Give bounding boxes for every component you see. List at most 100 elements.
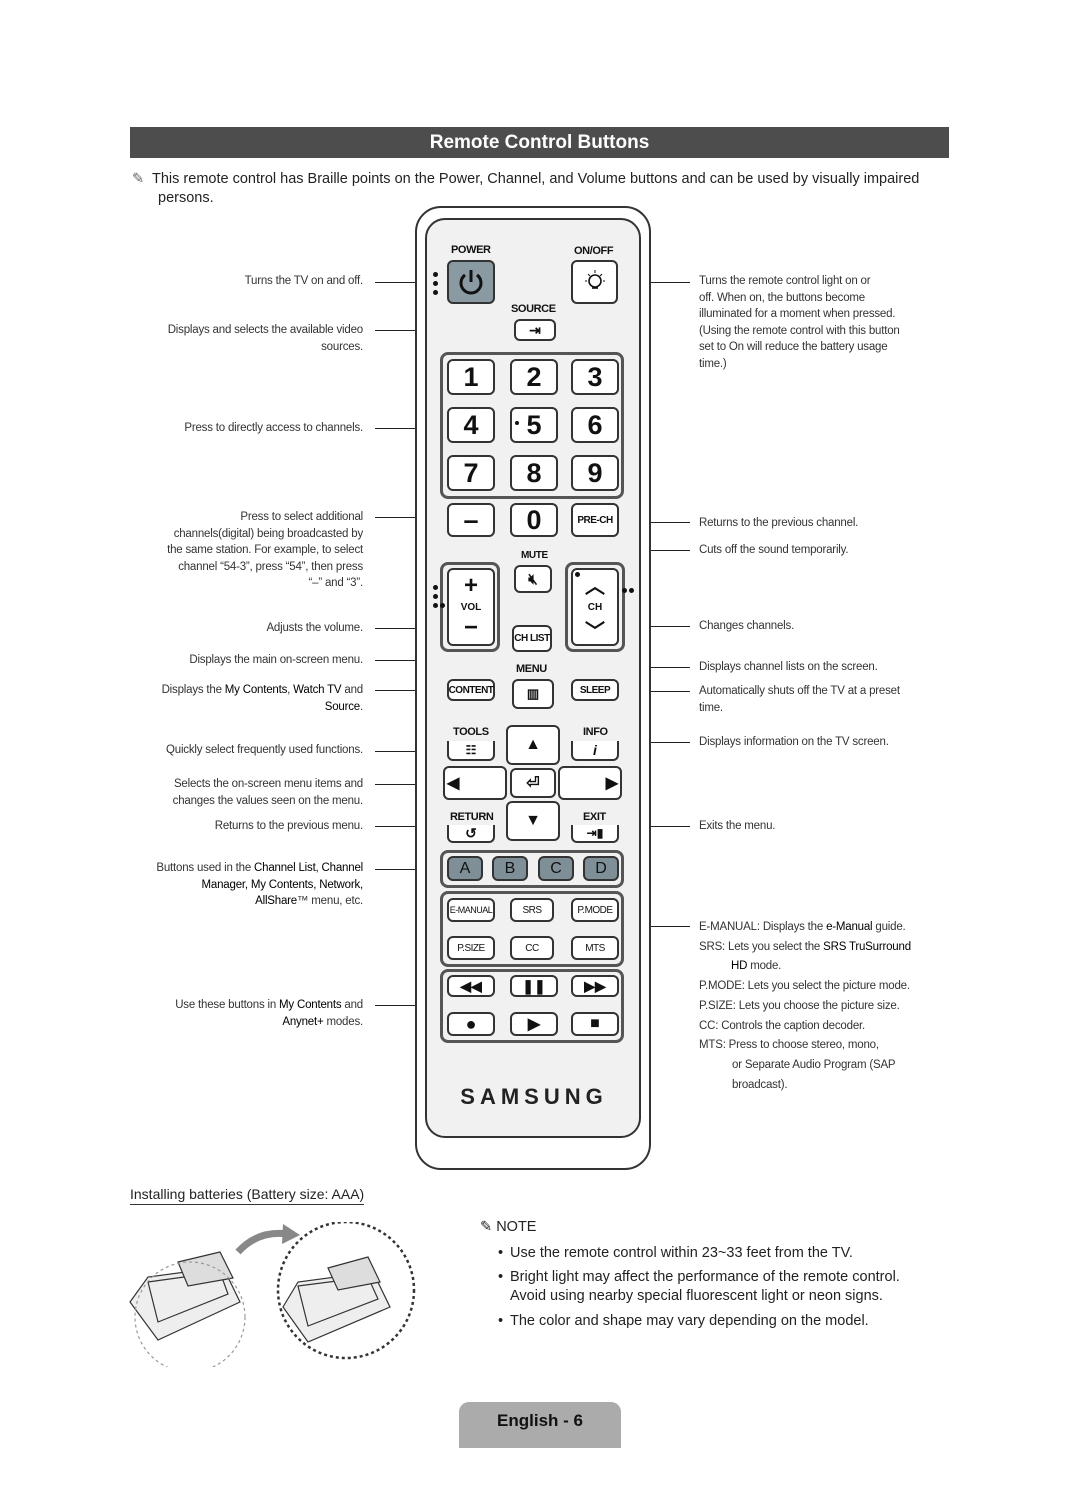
braille-dot [433,290,438,295]
digit-9-button[interactable]: 9 [571,455,619,491]
bullet-icon: • [498,1313,504,1329]
ch-rocker[interactable]: ︿ CH ﹀ [571,568,619,646]
label-term: HD [731,960,748,973]
enter-button[interactable]: ⏎ [510,768,556,798]
label-term: Anynet+ [282,1015,324,1028]
media-keys-frame [440,969,624,1043]
mute-button[interactable]: 🔇︎ [514,565,552,593]
dash-button[interactable]: – [447,503,495,537]
exit-door-icon: ⇥▮ [586,826,604,840]
intro-note: ✎This remote control has Braille points … [132,170,952,208]
digit-5-button[interactable]: 5 [510,407,558,443]
stop-icon: ■ [590,1015,600,1032]
number-pad-frame [440,352,624,499]
color-key-b[interactable]: B [492,856,528,881]
chlist-button[interactable]: CH LIST [512,625,552,652]
info-button[interactable]: i [571,741,619,761]
leader-line [375,1005,447,1006]
left-arrow-button[interactable]: ◀ [443,766,507,800]
label-tools: Quickly select frequently used functions… [166,744,363,756]
ch-down-icon: ﹀ [585,621,605,643]
emanual-button[interactable]: E-MANUAL [447,898,495,922]
vol-rocker[interactable]: + VOL − [447,568,495,646]
intro-line-1: This remote control has Braille points o… [152,171,920,187]
label-dash-line: Press to select additional [240,511,363,523]
record-button[interactable]: ● [447,1012,495,1036]
vol-up-icon: + [463,572,478,599]
digit-1-button[interactable]: 1 [447,359,495,395]
power-label: POWER [451,244,491,256]
note-heading: ✎ NOTE [480,1219,536,1235]
speaker-mute-icon: 🔇︎ [528,570,538,588]
return-button[interactable]: ↺ [447,825,495,843]
exit-button[interactable]: ⇥▮ [571,825,619,843]
digit-6-button[interactable]: 6 [571,407,619,443]
color-key-a[interactable]: A [447,856,483,881]
srs-button[interactable]: SRS [510,898,554,922]
label-key: CC [699,1019,716,1032]
up-arrow-button[interactable]: ▲ [506,725,560,765]
pencil-note-icon: ✎ [480,1219,497,1235]
power-button[interactable] [447,260,495,304]
digit-0-button[interactable]: 0 [510,503,558,537]
cc-button[interactable]: CC [510,936,554,960]
label-term: My Contents [279,999,342,1011]
fast-forward-icon: ▶▶ [584,977,606,994]
psize-button[interactable]: P.SIZE [447,936,495,960]
tools-icon: ☷ [465,743,477,757]
mts-button[interactable]: MTS [571,936,619,960]
note-item-text: Avoid using nearby special fluorescent l… [510,1288,883,1304]
leader-line [375,282,447,283]
info-label: INFO [583,726,608,738]
digit-2-button[interactable]: 2 [510,359,558,395]
content-button[interactable]: CONTENT [447,679,495,701]
digit-7-button[interactable]: 7 [447,455,495,491]
page-title: Remote Control Buttons [130,127,949,158]
menu-grid-icon: ▥ [526,686,540,701]
color-key-d[interactable]: D [583,856,619,881]
ch-up-icon: ︿ [585,576,605,598]
mute-label: MUTE [521,550,548,561]
digit-8-button[interactable]: 8 [510,455,558,491]
prech-button[interactable]: PRE-CH [571,503,619,537]
menu-button[interactable]: ▥ [512,679,554,709]
label-nav: Selects the on-screen menu items and cha… [120,776,364,809]
label-text: . [360,700,363,713]
tools-button[interactable]: ☷ [447,741,495,761]
digit-3-button[interactable]: 3 [571,359,619,395]
onoff-button[interactable] [571,260,618,304]
label-source: Displays and selects the available video… [130,322,363,355]
fast-forward-button[interactable]: ▶▶ [571,975,619,997]
up-arrow-icon: ▲ [525,736,541,753]
label-return: Returns to the previous menu. [214,820,363,832]
rewind-button[interactable]: ◀◀ [447,975,495,997]
pause-button[interactable]: ❚❚ [510,975,558,997]
intro-line-2: persons. [158,190,214,206]
play-button[interactable]: ▶ [510,1012,558,1036]
menu-label: MENU [516,663,547,675]
stop-button[interactable]: ■ [571,1012,619,1036]
pmode-button[interactable]: P.MODE [571,898,619,922]
label-term: Channel List, Channel [254,862,363,874]
down-arrow-button[interactable]: ▼ [506,801,560,841]
label-text: : Lets you select the [722,940,824,953]
label-power: Turns the TV on and off. [244,275,364,287]
right-arrow-button[interactable]: ▶ [558,766,622,800]
color-key-c[interactable]: C [538,856,574,881]
label-source-line: Displays and selects the available video [167,324,363,336]
label-key: MTS [699,1039,723,1052]
source-button[interactable]: ⇥ [514,319,556,341]
left-arrow-icon: ◀ [447,775,460,792]
leader-line [618,282,690,283]
label-media: Use these buttons in My Contents and Any… [120,997,363,1030]
label-term: Source [324,700,360,713]
digit-4-button[interactable]: 4 [447,407,495,443]
label-text: : Lets you choose the picture size. [732,999,900,1012]
sleep-button[interactable]: SLEEP [571,679,619,701]
braille-dot [433,603,438,608]
label-vol: Adjusts the volume. [266,622,363,634]
label-text: Use these buttons in [175,999,280,1011]
braille-dot [433,585,438,590]
label-term: SRS TruSurround [823,940,911,953]
onoff-label: ON/OFF [574,245,614,257]
